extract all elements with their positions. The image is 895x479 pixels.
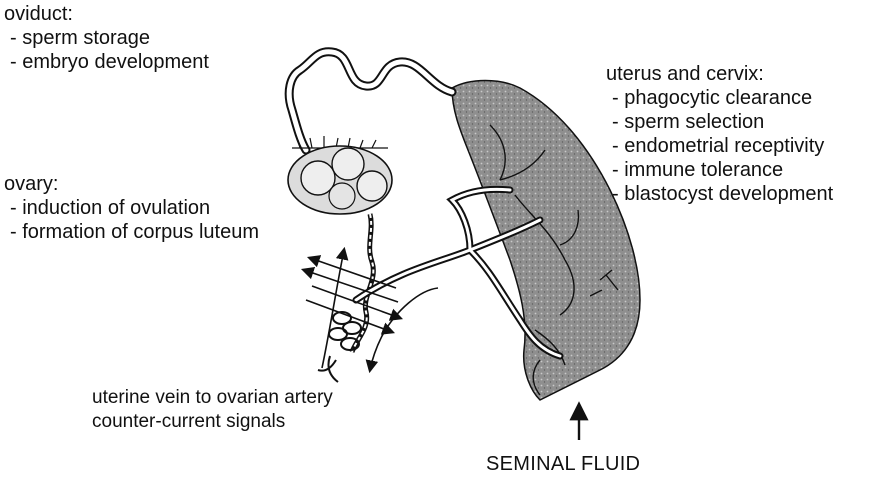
counter-current-line-1: uterine vein to ovarian artery [92,386,333,410]
oviduct-label-block: oviduct: - sperm storage - embryo develo… [4,2,209,74]
uterus-label-block: uterus and cervix: - phagocytic clearanc… [606,62,833,206]
counter-current-caption: uterine vein to ovarian artery counter-c… [92,386,333,434]
seminal-fluid-label: SEMINAL FLUID [486,452,640,476]
uterus-item-immune-tolerance: - immune tolerance [606,158,833,182]
ovary-heading: ovary: [4,172,259,196]
counter-current-line-2: counter-current signals [92,410,333,434]
oviduct-item-embryo-development: - embryo development [4,50,209,74]
oviduct-item-sperm-storage: - sperm storage [4,26,209,50]
oviduct-tube [289,52,452,150]
uterus-item-blastocyst-development: - blastocyst development [606,182,833,206]
ovary [288,146,392,214]
ovary-item-corpus-luteum: - formation of corpus luteum [4,220,259,244]
ovary-item-ovulation: - induction of ovulation [4,196,259,220]
uterus-heading: uterus and cervix: [606,62,833,86]
ovary-label-block: ovary: - induction of ovulation - format… [4,172,259,244]
uterus-item-endometrial-receptivity: - endometrial receptivity [606,134,833,158]
oviduct-heading: oviduct: [4,2,209,26]
uterus-item-phagocytic-clearance: - phagocytic clearance [606,86,833,110]
uterus-item-sperm-selection: - sperm selection [606,110,833,134]
